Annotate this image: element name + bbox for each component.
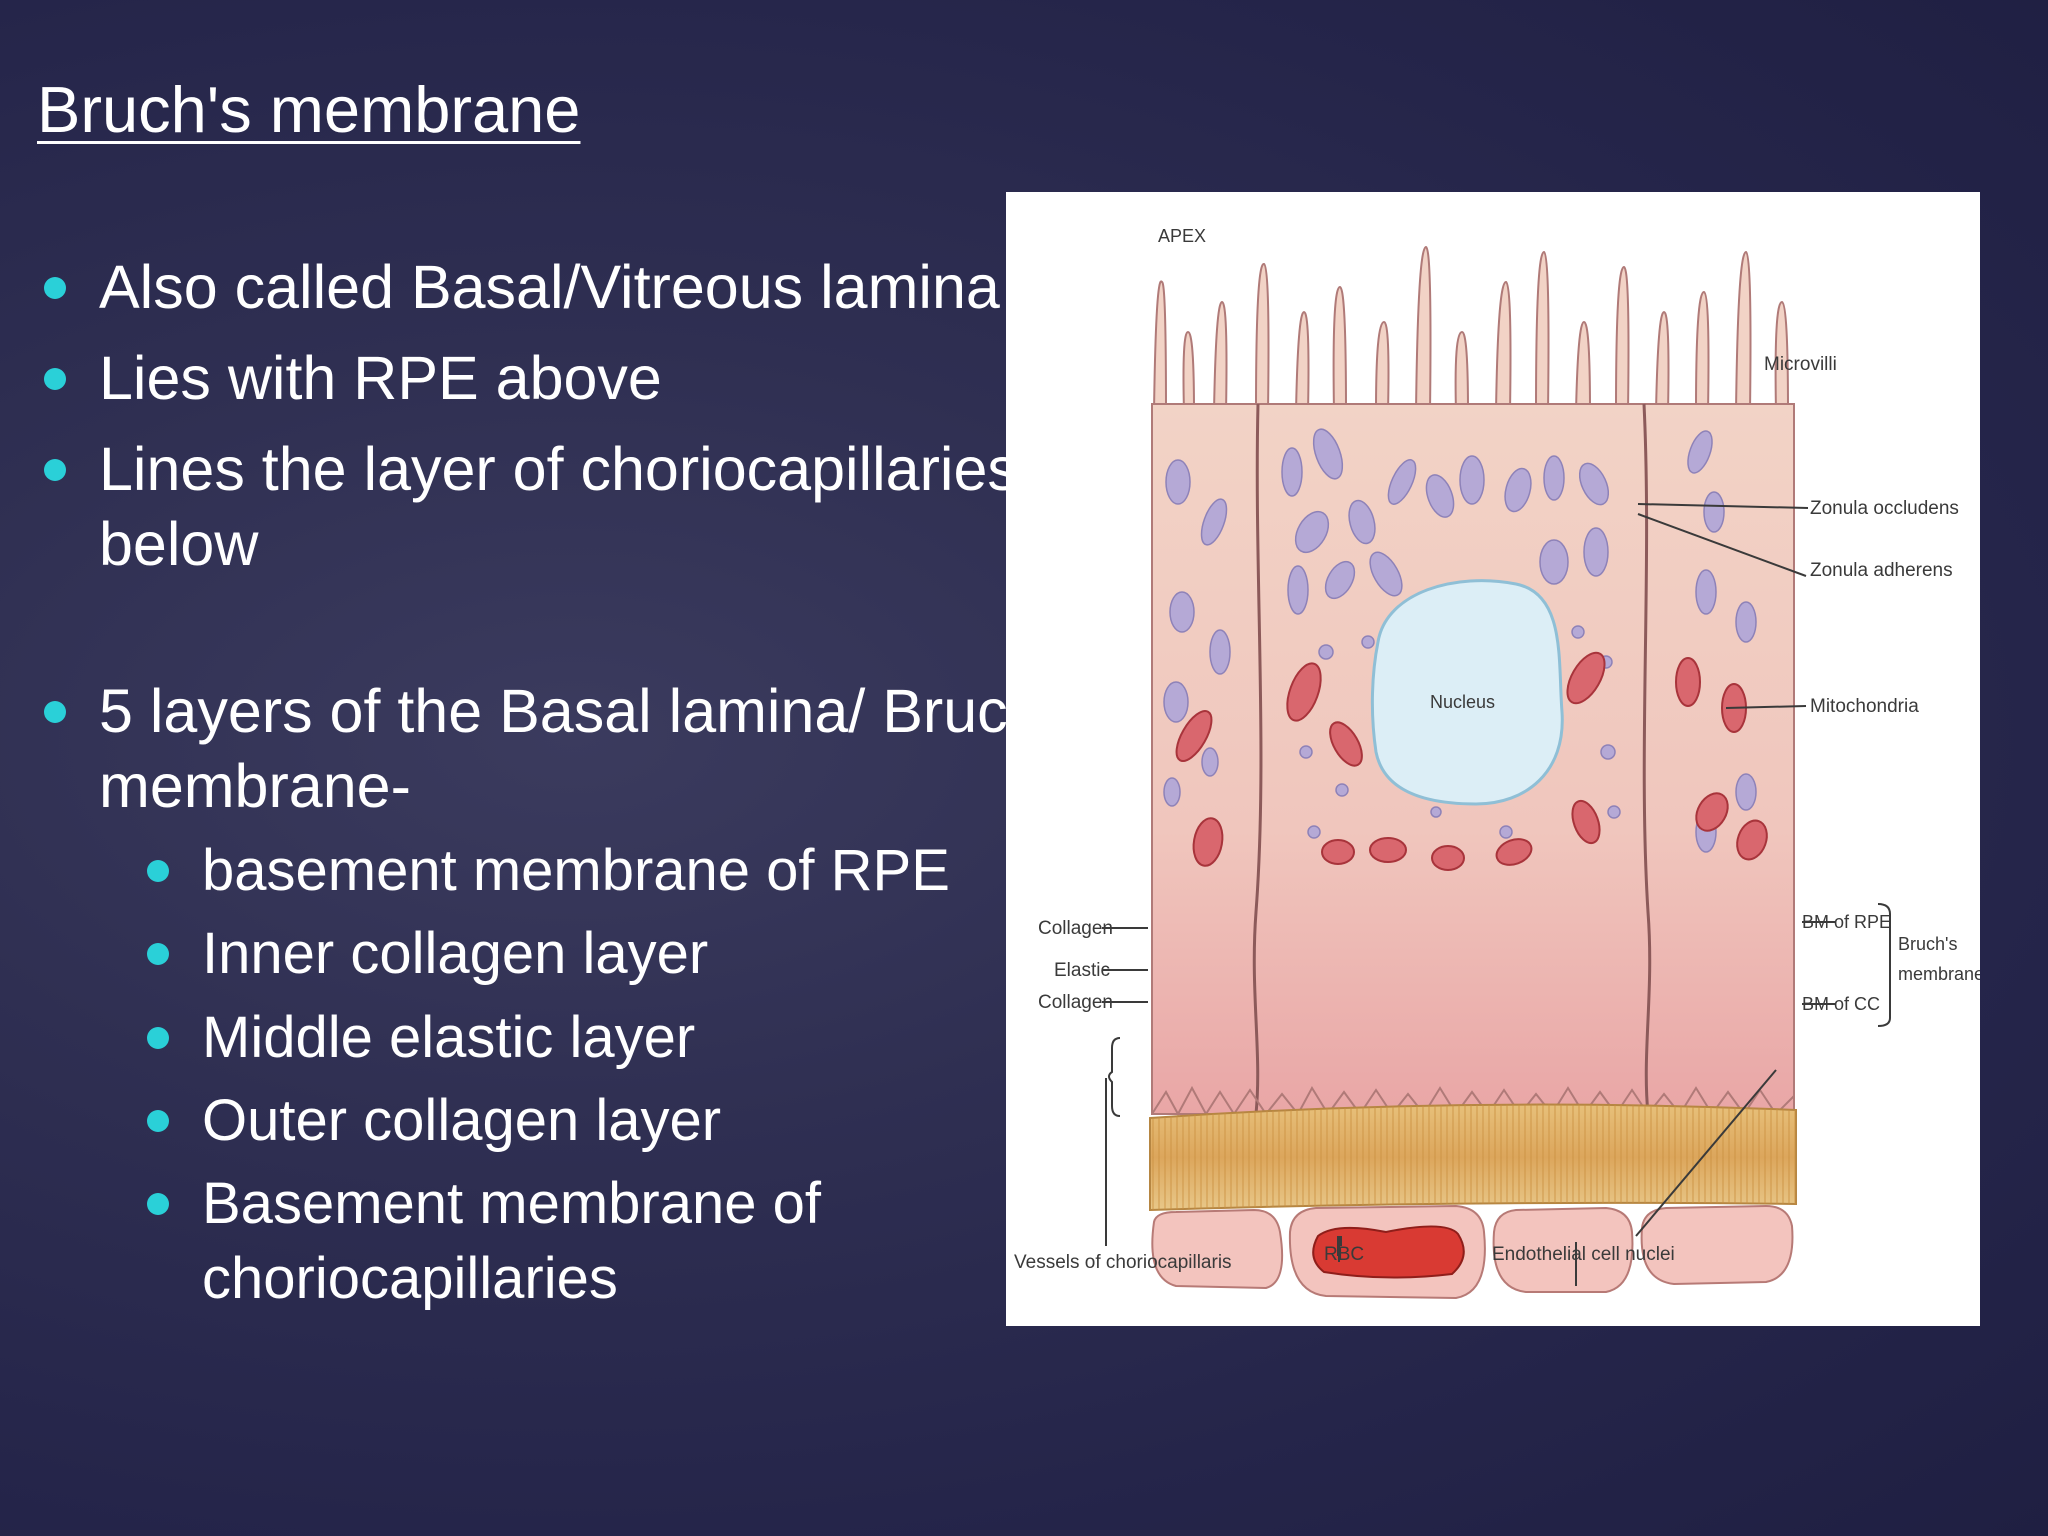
label-mitochondria: Mitochondria (1810, 696, 1919, 717)
label-bm-of-rpe: BM of RPE (1802, 912, 1891, 932)
label-bm-of-cc: BM of CC (1802, 994, 1880, 1014)
bullet-dot-icon (147, 1027, 169, 1049)
label-membrane: membrane (1898, 964, 1980, 984)
choriocapillaris (1151, 1204, 1794, 1300)
figure-labels: APEX Microvilli Zonula occludens Zonula … (1014, 226, 1980, 1273)
mitochondria (1175, 651, 1768, 871)
sub-bullet-item: basement membrane of RPE (147, 833, 950, 908)
sub-bullet-item: Basement membrane of (147, 1166, 821, 1241)
red-blood-cell (1312, 1225, 1465, 1279)
microvilli (1152, 245, 1790, 413)
bullet-dot-icon (44, 459, 66, 481)
bullet-dot-icon (44, 368, 66, 390)
bullet-continuation: membrane- (99, 752, 411, 820)
melanin-granules (1163, 428, 1757, 853)
sub-bullet-item: Inner collagen layer (147, 916, 708, 991)
bullet-dot-icon (147, 1193, 169, 1215)
bullet-item: Also called Basal/Vitreous lamina (44, 250, 1000, 325)
label-bruchs: Bruch's (1898, 934, 1957, 954)
label-nucleus: Nucleus (1430, 692, 1495, 712)
bruchs-membrane-band (1149, 1103, 1797, 1212)
bottom-leader-lines (1337, 1069, 1777, 1286)
bullet-dot-icon (44, 701, 66, 723)
bullet-item: 5 layers of the Basal lamina/ Bruch's (44, 674, 1084, 749)
bullet-continuation: below (99, 510, 259, 578)
bullet-dot-icon (44, 277, 66, 299)
sub-bullet-item: Middle elastic layer (147, 1000, 695, 1075)
label-collagen-bottom: Collagen (1038, 992, 1113, 1013)
slide-title: Bruch's membrane (37, 73, 581, 146)
bullet-dot-icon (147, 943, 169, 965)
bullet-item: Lies with RPE above (44, 341, 662, 416)
label-elastic: Elastic (1054, 960, 1110, 981)
label-vessels: Vessels of choriocapillaris (1014, 1252, 1232, 1273)
label-rbc: RBC (1324, 1244, 1364, 1265)
nucleus (1370, 579, 1564, 806)
label-zonula-adherens: Zonula adherens (1810, 560, 1953, 581)
label-apex: APEX (1158, 226, 1206, 246)
sub-bullet-continuation: choriocapillaries (202, 1246, 618, 1311)
sub-bullet-item: Outer collagen layer (147, 1083, 721, 1158)
label-collagen-top: Collagen (1038, 918, 1113, 939)
label-endothelial: Endothelial cell nuclei (1492, 1244, 1675, 1265)
label-zonula-occludens: Zonula occludens (1810, 498, 1959, 519)
bullet-item: Lines the layer of choriocapillaries (44, 432, 1018, 507)
bullet-dot-icon (147, 860, 169, 882)
bullet-dot-icon (147, 1110, 169, 1132)
rpe-bruchs-diagram: Nucleus (1006, 192, 1980, 1326)
label-microvilli: Microvilli (1764, 354, 1837, 375)
